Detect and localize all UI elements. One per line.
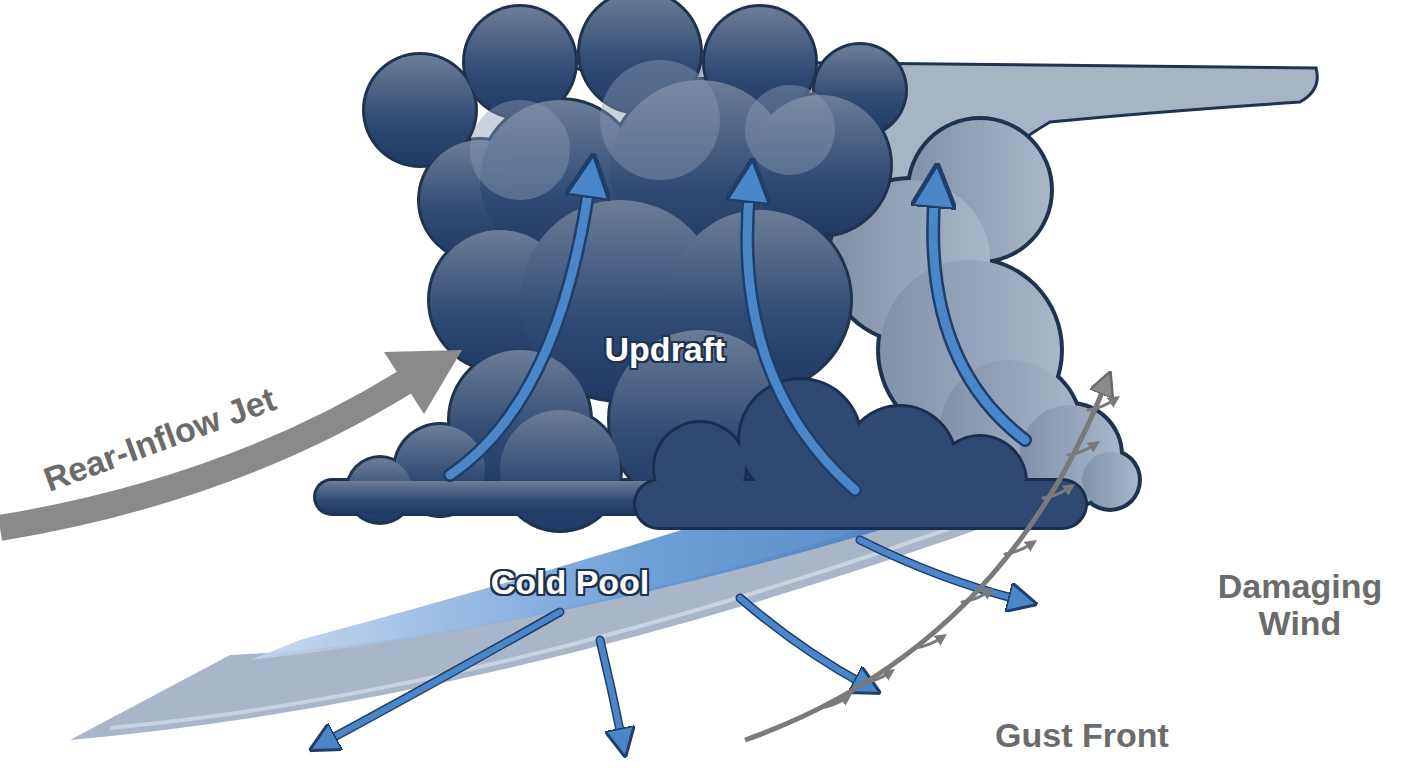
- region-label: Cold Pool: [491, 564, 650, 601]
- hazard-label: Damaging Wind: [1210, 568, 1390, 643]
- front-label: Gust Front: [995, 717, 1169, 754]
- region-label: Updraft: [605, 331, 726, 368]
